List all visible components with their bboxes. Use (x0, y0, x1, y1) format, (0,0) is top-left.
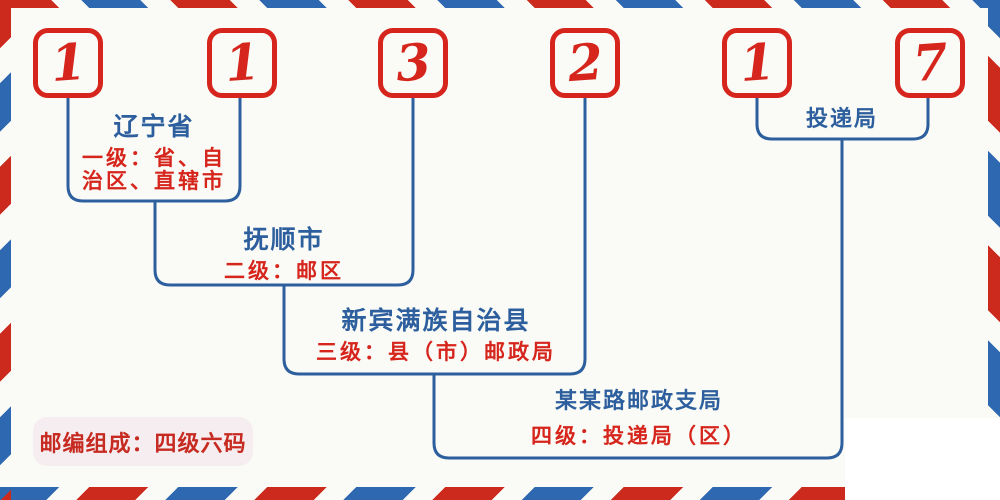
digit-box-3: 3 (378, 28, 448, 98)
envelope-stripe-border-bottom (0, 487, 1000, 500)
level2-description: 二级：邮区 (224, 259, 344, 283)
envelope-stripe-border-left (0, 0, 11, 500)
label-delivery-office: 投递局 (806, 106, 878, 132)
level3-name: 新宾满族自治县 (341, 306, 531, 335)
envelope-stripe-border-top (0, 0, 1000, 8)
level3-description: 三级：县（市）邮政局 (316, 340, 556, 364)
digit-2: 1 (222, 31, 262, 94)
postal-code-composition-badge: 邮编组成：四级六码 (33, 417, 253, 466)
digit-box-6: 7 (895, 28, 965, 98)
label-level4-branch: 某某路邮政支局 四级：投递局（区） (531, 388, 747, 448)
bracket-level4-branch (432, 139, 844, 460)
level4-name: 某某路邮政支局 (554, 388, 723, 414)
digit-1: 1 (48, 31, 88, 94)
envelope-stripe-border-right (988, 0, 1000, 500)
level1-description: 一级：省、自治区、直辖市 (82, 146, 226, 193)
digit-box-5: 1 (722, 28, 792, 98)
digit-6: 7 (910, 31, 950, 94)
digit-4: 2 (565, 31, 605, 94)
bottom-right-white-patch (845, 418, 1000, 500)
badge-text: 邮编组成：四级六码 (39, 430, 247, 457)
level2-name: 抚顺市 (243, 225, 325, 254)
digit-box-2: 1 (207, 28, 277, 98)
label-level3-county: 新宾满族自治县 三级：县（市）邮政局 (316, 306, 556, 364)
level1-name: 辽宁省 (113, 112, 195, 141)
digit-box-4: 2 (550, 28, 620, 98)
delivery-office-name: 投递局 (805, 106, 879, 132)
level4-description: 四级：投递局（区） (531, 424, 747, 448)
digit-3: 3 (393, 31, 433, 94)
label-level1-province: 辽宁省 一级：省、自治区、直辖市 (75, 112, 233, 193)
label-level2-city: 抚顺市 二级：邮区 (224, 225, 344, 283)
digit-5: 1 (737, 31, 777, 94)
digit-box-1: 1 (33, 28, 103, 98)
